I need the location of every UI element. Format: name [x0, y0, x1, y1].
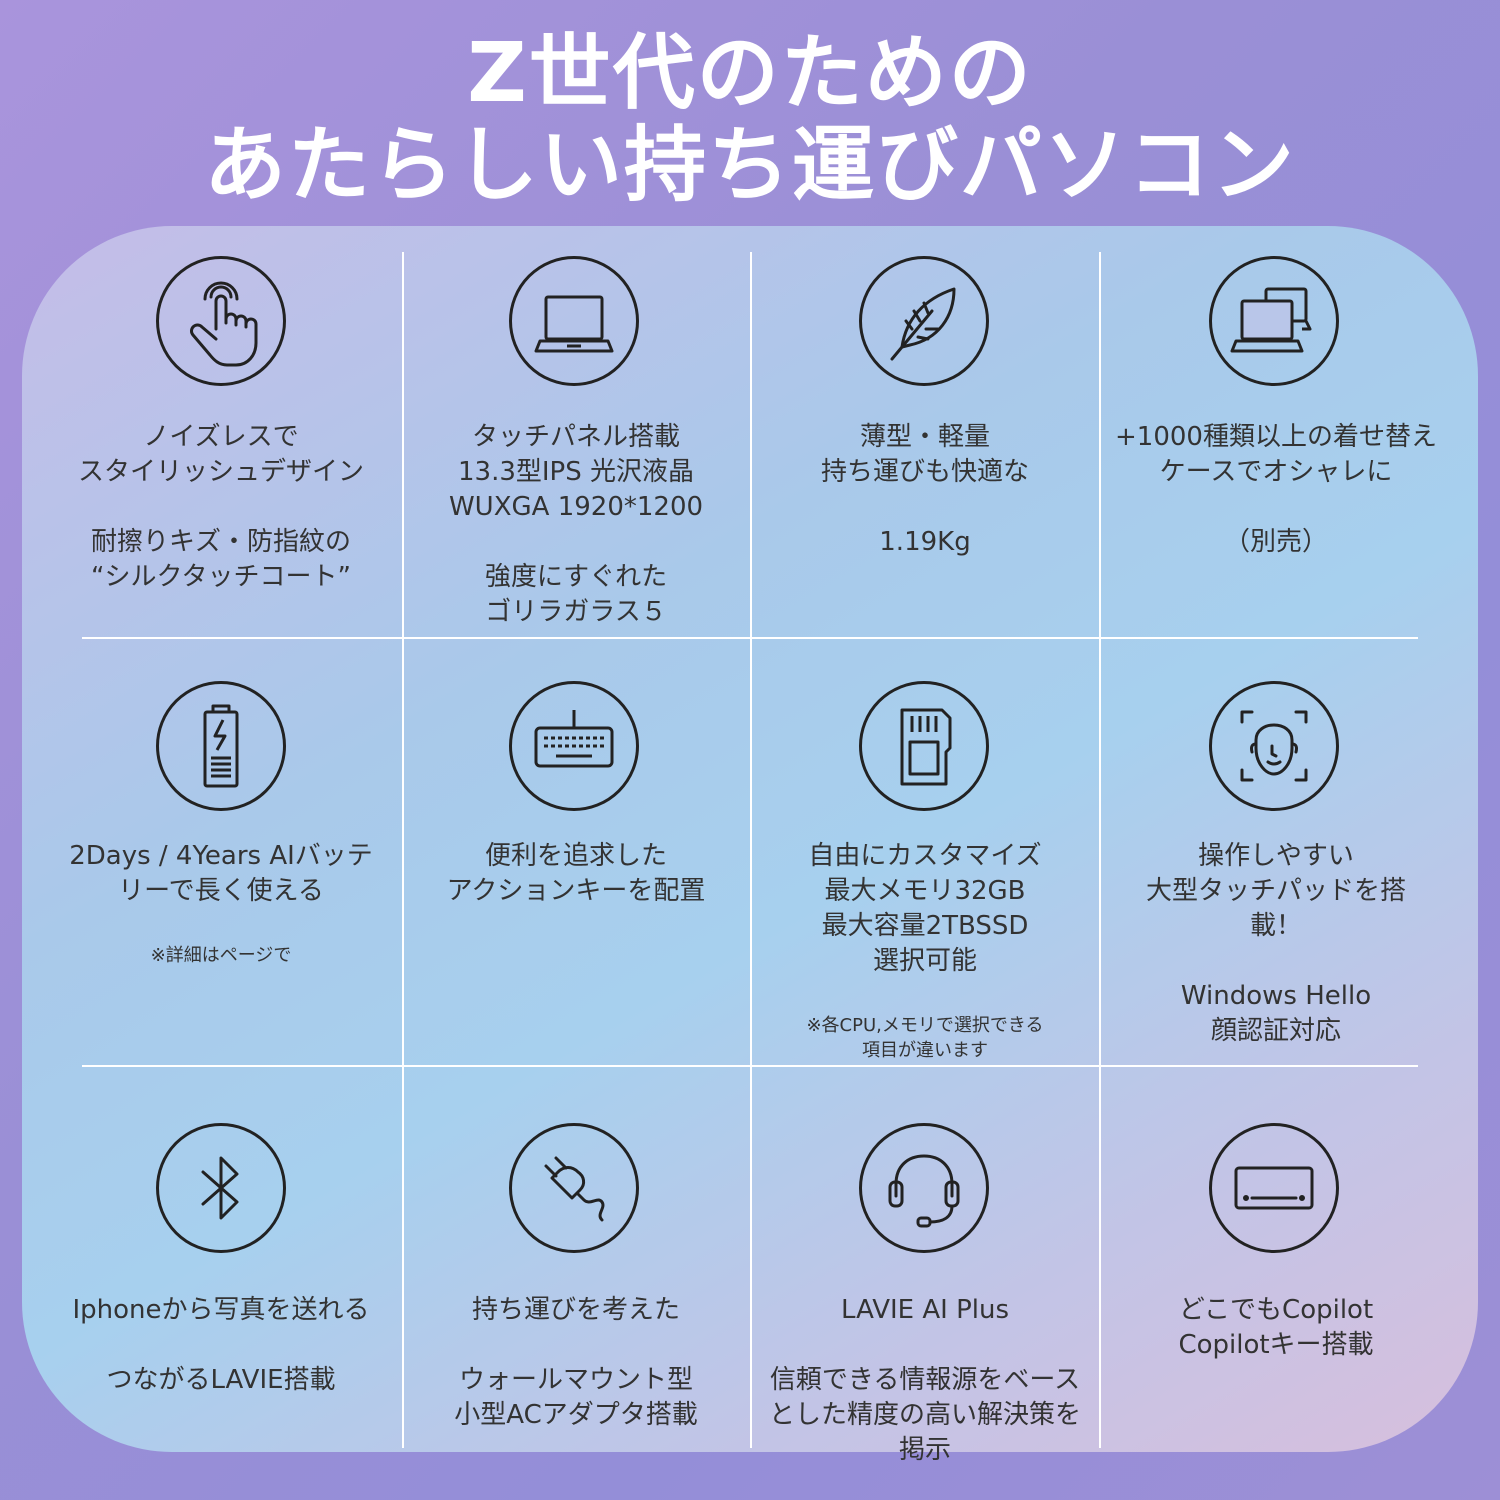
feature-line: （別売） [1223, 527, 1328, 557]
battery-icon [156, 681, 286, 811]
touch-hand-icon [156, 256, 286, 386]
feature-text: 便利を追求した アクションキーを配置 [403, 839, 749, 909]
feature-line: Iphoneから写真を送れる [72, 1295, 370, 1325]
feature-line: “シルクタッチコート” [91, 562, 351, 592]
feature-note: ※各CPU,メモリで選択できる 項目が違います [752, 1013, 1098, 1063]
feature-line: 2Days / 4Years AIバッテ [69, 841, 373, 871]
feature-line: 顔認証対応 [1210, 1016, 1341, 1046]
feature-line: Windows Hello [1180, 981, 1372, 1011]
feature-line: 小型ACアダプタ搭載 [454, 1400, 698, 1430]
bluetooth-icon [156, 1123, 286, 1253]
feature-line: とした精度の高い解決策を [768, 1400, 1081, 1430]
feature-line: 大型タッチパッドを搭 [1145, 876, 1406, 906]
feature-text: 薄型・軽量 持ち運びも快適な 1.19Kg [752, 420, 1098, 560]
feature-text: 自由にカスタマイズ 最大メモリ32GB 最大容量2TBSSD 選択可能 [752, 839, 1098, 979]
grid-divider [750, 252, 752, 1448]
feature-line [752, 490, 1098, 525]
feature-line [403, 525, 749, 560]
feature-text: 2Days / 4Years AIバッテ リーで長く使える [48, 839, 394, 909]
feature-line: +1000種類以上の着せ替え [1115, 422, 1437, 452]
feature-line: どこでもCopilot [1178, 1295, 1374, 1325]
feature-line: ケースでオシャレに [1159, 457, 1393, 487]
feature-line: ノイズレスで [143, 422, 299, 452]
headset-icon [859, 1123, 989, 1253]
note-line: 項目が違います [862, 1040, 988, 1061]
feature-text: ノイズレスで スタイリッシュデザイン 耐擦りキズ・防指紋の “シルクタッチコート… [48, 420, 394, 595]
feature-text: どこでもCopilot Copilotキー搭載 [1101, 1293, 1451, 1363]
note-line: ※詳細はページで [150, 945, 292, 966]
sd-card-icon [859, 681, 989, 811]
feature-line: 最大容量2TBSSD [821, 911, 1029, 941]
feature-line: 最大メモリ32GB [824, 876, 1026, 906]
feature-line [48, 490, 394, 525]
feature-line: 操作しやすい [1198, 841, 1354, 871]
feature-text: Iphoneから写真を送れる つながるLAVIE搭載 [48, 1293, 394, 1398]
feature-cell: タッチパネル搭載 13.3型IPS 光沢液晶 WUXGA 1920*1200 強… [403, 252, 749, 637]
feature-line: つながるLAVIE搭載 [106, 1365, 336, 1395]
plug-icon [509, 1123, 639, 1253]
feature-line [1101, 490, 1451, 525]
feature-line: スタイリッシュデザイン [77, 457, 364, 487]
feature-text: タッチパネル搭載 13.3型IPS 光沢液晶 WUXGA 1920*1200 強… [403, 420, 749, 630]
feature-line: WUXGA 1920*1200 [448, 492, 704, 522]
feature-line: 耐擦りキズ・防指紋の [90, 527, 351, 557]
feature-line: 13.3型IPS 光沢液晶 [457, 457, 694, 487]
feature-cell: 自由にカスタマイズ 最大メモリ32GB 最大容量2TBSSD 選択可能 ※各CP… [752, 639, 1098, 1065]
feature-cell: どこでもCopilot Copilotキー搭載 [1101, 1067, 1451, 1448]
grid-divider [82, 637, 1418, 639]
feature-note: ※詳細はページで [48, 943, 394, 968]
feature-line: 選択可能 [872, 946, 977, 976]
face-recognition-icon [1209, 681, 1339, 811]
feature-cell: +1000種類以上の着せ替え ケースでオシャレに （別売） [1101, 252, 1451, 637]
feature-cell: ノイズレスで スタイリッシュデザイン 耐擦りキズ・防指紋の “シルクタッチコート… [48, 252, 394, 637]
feature-line: 信頼できる情報源をベース [769, 1365, 1081, 1395]
feature-text: 操作しやすい 大型タッチパッドを搭 載！ Windows Hello 顔認証対応 [1101, 839, 1451, 1049]
grid-divider [1099, 252, 1101, 1448]
feature-line [752, 1328, 1098, 1363]
feature-cell: 持ち運びを考えた ウォールマウント型 小型ACアダプタ搭載 [403, 1067, 749, 1448]
feature-cell: 2Days / 4Years AIバッテ リーで長く使える ※詳細はページで [48, 639, 394, 1065]
feature-line: 持ち運びも快適な [820, 457, 1029, 487]
headline-line-1: Z世代のための [467, 26, 1033, 121]
feather-icon [859, 256, 989, 386]
feature-line: タッチパネル搭載 [471, 422, 680, 452]
feature-line: ウォールマウント型 [458, 1365, 693, 1395]
copilot-key-icon [1209, 1123, 1339, 1253]
feature-line: アクションキーを配置 [446, 876, 706, 906]
headline: Z世代のための あたらしい持ち運びパソコン [0, 28, 1500, 212]
laptop-icon [509, 256, 639, 386]
feature-line: 便利を追求した [484, 841, 667, 871]
keyboard-icon [509, 681, 639, 811]
feature-text: 持ち運びを考えた ウォールマウント型 小型ACアダプタ搭載 [403, 1293, 749, 1433]
grid-divider [82, 1065, 1418, 1067]
feature-line [48, 1328, 394, 1363]
feature-line: ゴリラガラス５ [485, 597, 667, 627]
feature-cell: LAVIE AI Plus 信頼できる情報源をベース とした精度の高い解決策を … [752, 1067, 1098, 1465]
feature-line: リーで長く使える [118, 876, 324, 906]
feature-text: +1000種類以上の着せ替え ケースでオシャレに （別売） [1101, 420, 1451, 560]
headline-line-2: あたらしい持ち運びパソコン [203, 118, 1296, 213]
feature-line: 掲示 [898, 1435, 951, 1465]
laptop-cases-icon [1209, 256, 1339, 386]
feature-line [1101, 944, 1451, 979]
grid-divider [402, 252, 404, 1448]
feature-cell: 薄型・軽量 持ち運びも快適な 1.19Kg [752, 252, 1098, 637]
feature-line [403, 1328, 749, 1363]
feature-line: 持ち運びを考えた [471, 1295, 680, 1325]
feature-cell: 操作しやすい 大型タッチパッドを搭 載！ Windows Hello 顔認証対応 [1101, 639, 1451, 1065]
feature-line: 薄型・軽量 [859, 422, 990, 452]
feature-text: LAVIE AI Plus 信頼できる情報源をベース とした精度の高い解決策を … [752, 1293, 1098, 1468]
note-line: ※各CPU,メモリで選択できる [806, 1015, 1044, 1036]
feature-line: 載！ [1249, 911, 1302, 941]
feature-line: 強度にすぐれた [484, 562, 668, 592]
feature-line: 自由にカスタマイズ [808, 841, 1042, 871]
feature-line: Copilotキー搭載 [1178, 1330, 1374, 1360]
feature-cell: 便利を追求した アクションキーを配置 [403, 639, 749, 1065]
feature-line: 1.19Kg [879, 527, 971, 557]
feature-cell: Iphoneから写真を送れる つながるLAVIE搭載 [48, 1067, 394, 1448]
feature-line: LAVIE AI Plus [841, 1295, 1009, 1325]
